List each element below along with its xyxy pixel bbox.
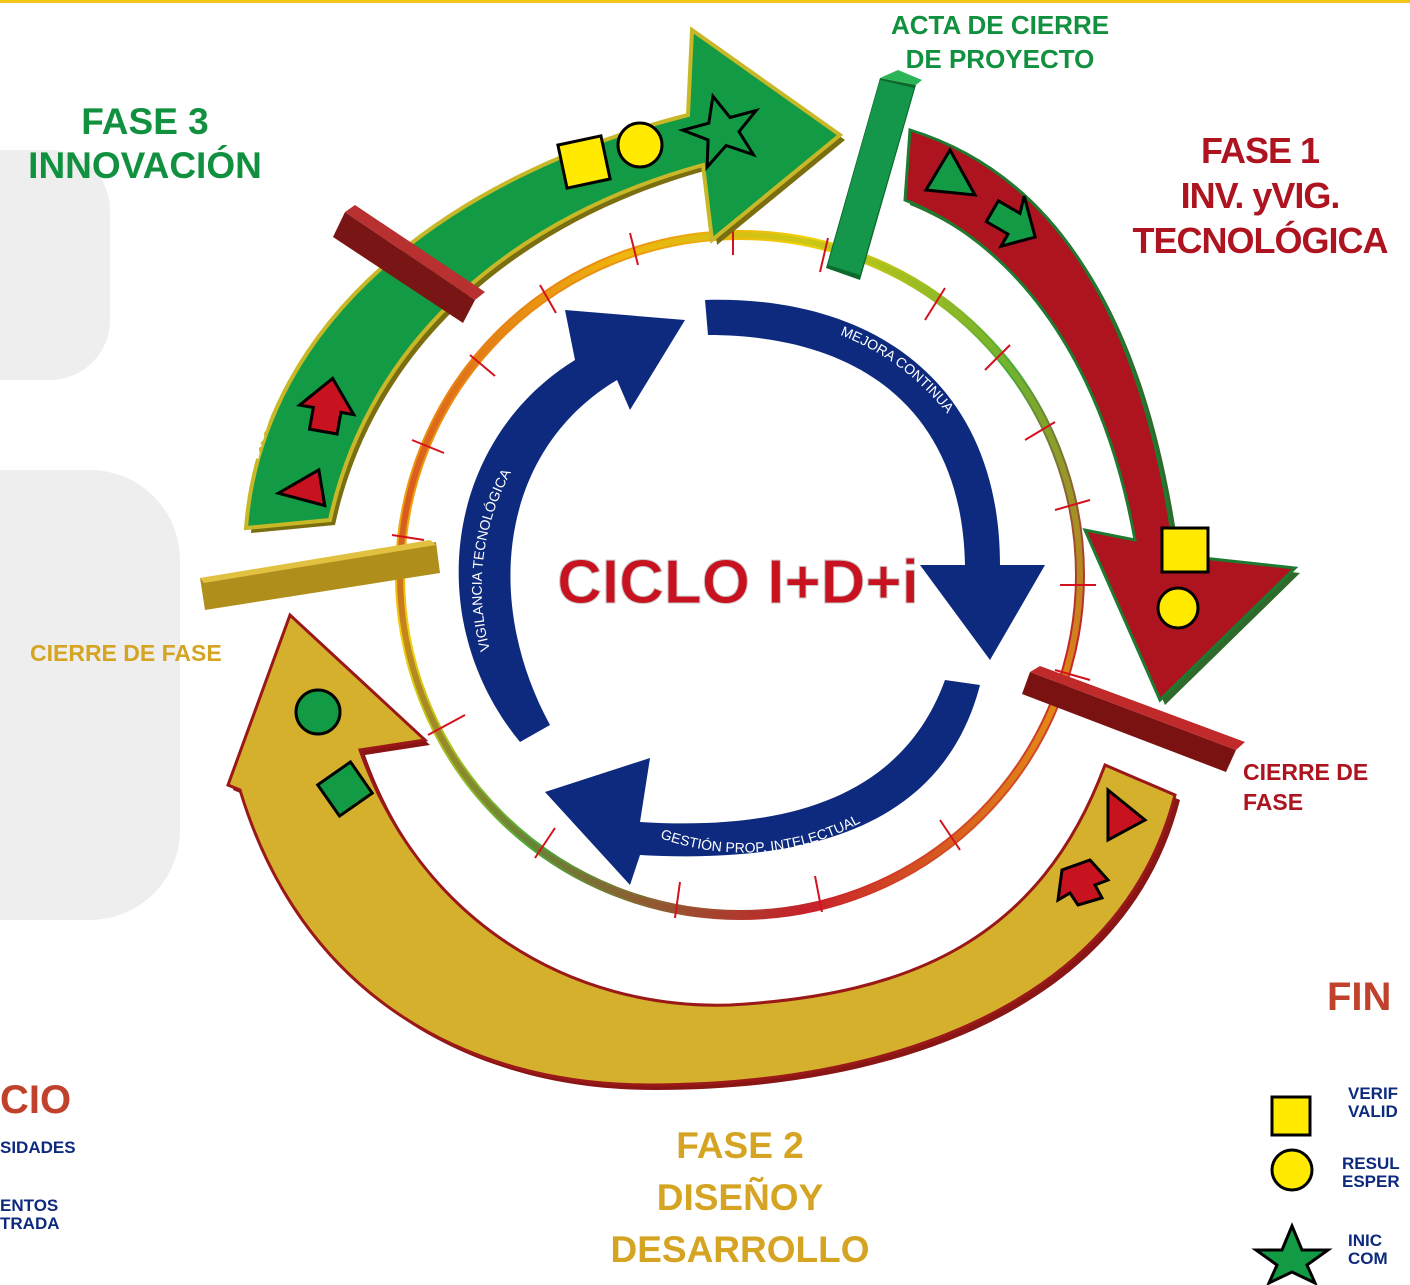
legend-left-item1: SIDADES — [0, 1138, 76, 1157]
legend-right-star-text: INIC COM — [1348, 1232, 1388, 1268]
background-shape-lower — [0, 470, 180, 920]
cierre-label-left: CIERRE DE FASE — [30, 640, 222, 666]
acta-label-line1: ACTA DE CIERRE — [890, 10, 1110, 40]
green-arrow-icon — [984, 195, 1037, 249]
fase2-title-line2: DISEÑOY — [656, 1177, 824, 1218]
fase1-title: FASE 1 INV. yVIG. TECNOLÓGICA — [1105, 128, 1410, 263]
legend-right-star-line1: INIC — [1348, 1231, 1382, 1250]
fase1-shapes — [923, 147, 1210, 630]
green-square-icon — [315, 759, 375, 819]
fase-divider-bar-dark-red — [333, 205, 485, 323]
legend-square-icon — [1270, 1095, 1312, 1137]
red-triangle-icon — [1106, 786, 1148, 843]
green-triangle-icon — [923, 147, 978, 197]
fase2-title-line3: DESARROLLO — [610, 1229, 870, 1270]
legend-left-item2-line2: TRADA — [0, 1214, 60, 1233]
legend-star-icon — [1251, 1222, 1333, 1285]
legend-right-shapes — [1251, 1095, 1333, 1285]
legend-right-square-line1: VERIF — [1348, 1084, 1399, 1103]
yellow-square-icon — [556, 134, 612, 190]
legend-right-star-line2: COM — [1348, 1249, 1388, 1268]
green-circle-icon — [294, 688, 342, 736]
acta-bar — [826, 70, 922, 280]
cierre-label-right: CIERRE DE FASE — [1243, 757, 1368, 817]
center-title: CICLO I+D+i — [557, 548, 919, 617]
fase2-arrow — [226, 612, 1180, 1090]
yellow-circle-icon — [1156, 586, 1200, 630]
fase2-title: FASE 2 DISEÑOY DESARROLLO — [590, 1120, 890, 1276]
cierre-label-right-line1: CIERRE DE — [1243, 759, 1369, 785]
fase3-arrow — [243, 26, 845, 533]
legend-right-title: FIN — [1327, 975, 1392, 1019]
fase3-shapes — [274, 92, 761, 508]
yellow-square-icon — [1160, 526, 1210, 574]
red-arrow-icon — [296, 376, 357, 436]
cierre-label-right-line2: FASE — [1243, 789, 1304, 815]
fase2-shapes — [294, 688, 1148, 907]
inner-arrow-gestion — [545, 680, 980, 885]
yellow-circle-icon — [616, 121, 664, 169]
legend-right-square-line2: VALID — [1348, 1102, 1398, 1121]
inner-arrow-mejora — [705, 299, 1045, 660]
red-arrow-icon — [1056, 858, 1111, 907]
mejora-label: MEJORA CONTINUA — [839, 323, 958, 416]
red-triangle-icon — [274, 467, 327, 508]
legend-right-circle-line2: ESPER — [1342, 1172, 1400, 1191]
legend-right-circle-text: RESUL ESPER — [1342, 1155, 1400, 1191]
fase1-title-line3: TECNOLÓGICA — [1132, 220, 1389, 261]
legend-right-square-text: VERIF VALID — [1348, 1085, 1398, 1121]
fase3-title-line2: INNOVACIÓN — [28, 145, 262, 186]
cierre-bar-left — [200, 540, 440, 610]
fase1-title-line2: INV. yVIG. — [1180, 175, 1341, 216]
legend-circle-icon — [1270, 1148, 1314, 1192]
fase3-title: FASE 3 INNOVACIÓN — [0, 100, 290, 188]
inner-arrow-vigilancia — [458, 310, 685, 742]
top-border-line — [0, 0, 1410, 3]
legend-left-item2: ENTOS TRADA — [0, 1197, 60, 1233]
green-star-icon — [677, 92, 761, 172]
legend-right-circle-line1: RESUL — [1342, 1154, 1400, 1173]
legend-left-item2-line1: ENTOS — [0, 1196, 59, 1215]
fase1-title-line1: FASE 1 — [1200, 130, 1320, 171]
background-shape-upper — [0, 150, 110, 380]
fase2-title-line1: FASE 2 — [676, 1125, 804, 1166]
legend-left-title: CIO — [0, 1078, 72, 1122]
fase3-title-line1: FASE 3 — [81, 101, 209, 142]
cierre-bar-right — [1022, 666, 1245, 772]
acta-label: ACTA DE CIERRE DE PROYECTO — [860, 8, 1140, 76]
acta-label-line2: DE PROYECTO — [905, 44, 1095, 74]
